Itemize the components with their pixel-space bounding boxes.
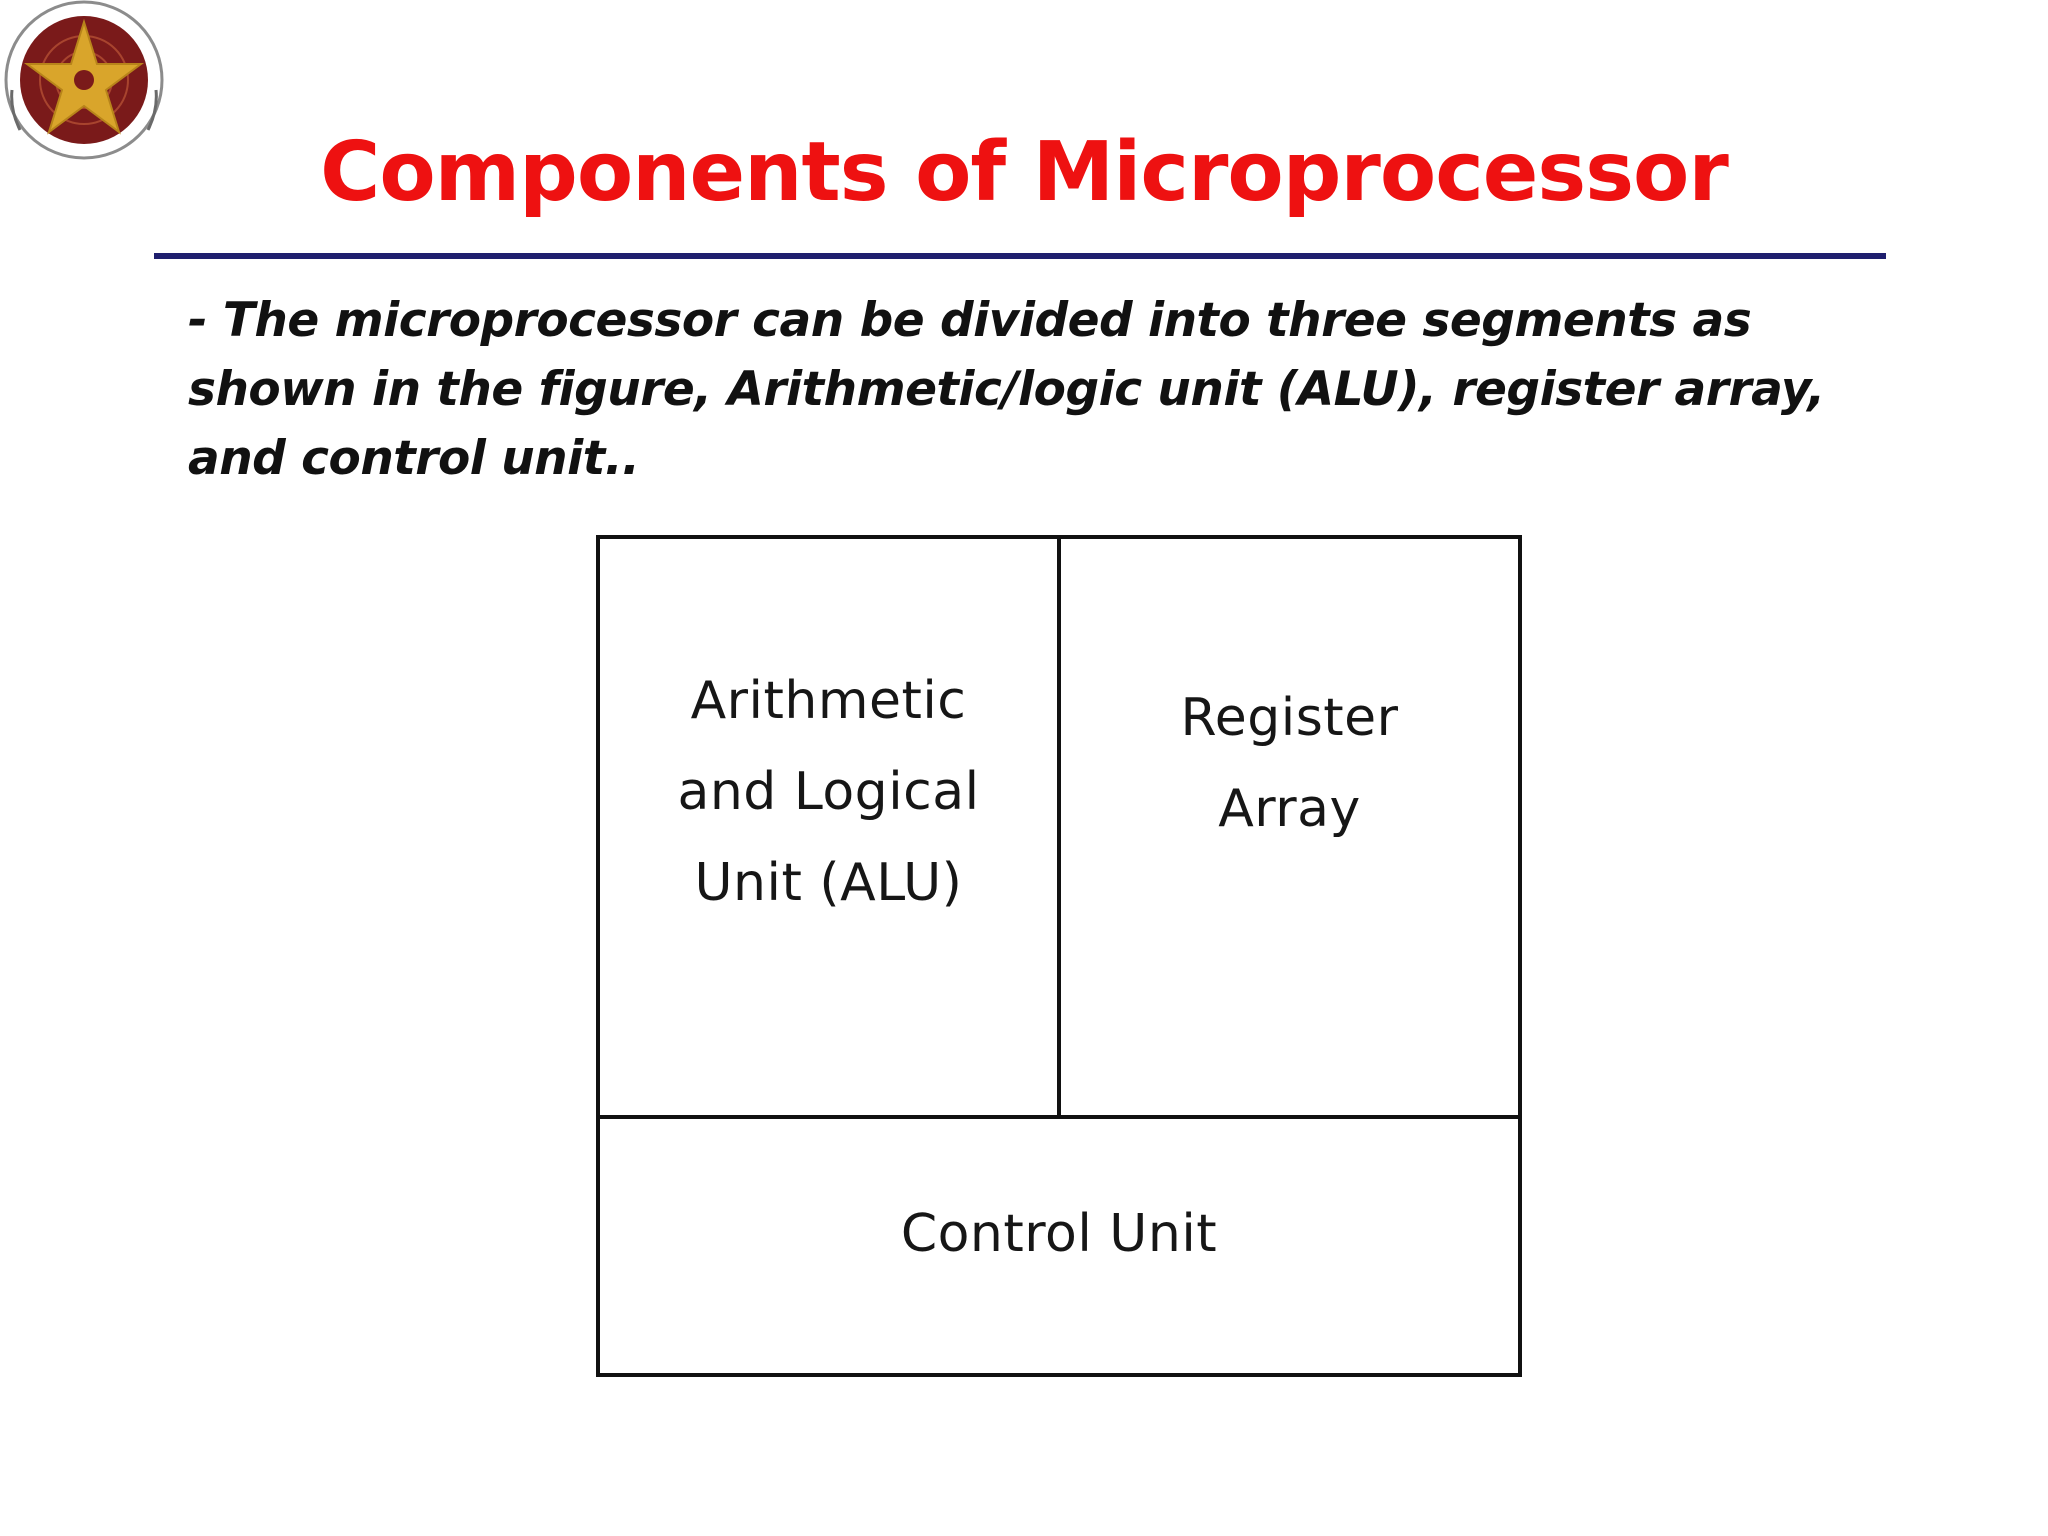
register-label-line-1: Register xyxy=(1180,687,1399,748)
register-array-block: Register Array xyxy=(1057,535,1522,1120)
alu-label-line-2: and Logical xyxy=(677,762,980,822)
microprocessor-diagram: Arithmetic and Logical Unit (ALU) Regist… xyxy=(596,535,1522,1377)
register-array-label: Register Array xyxy=(1180,673,1398,855)
slide-description: - The microprocessor can be divided into… xyxy=(188,293,1825,486)
alu-label-line-3: Unit (ALU) xyxy=(694,853,963,913)
alu-block: Arithmetic and Logical Unit (ALU) xyxy=(596,535,1061,1120)
control-unit-label: Control Unit xyxy=(901,1189,1217,1280)
alu-label-line-1: Arithmetic xyxy=(690,671,967,731)
title-divider xyxy=(154,253,1886,259)
control-label-line-1: Control Unit xyxy=(900,1203,1218,1264)
alu-label: Arithmetic and Logical Unit (ALU) xyxy=(677,656,979,929)
register-label-line-2: Array xyxy=(1218,778,1361,839)
slide-title: Components of Microprocessor xyxy=(320,125,1729,220)
control-unit-block: Control Unit xyxy=(596,1115,1522,1377)
university-seal-icon xyxy=(0,0,192,192)
